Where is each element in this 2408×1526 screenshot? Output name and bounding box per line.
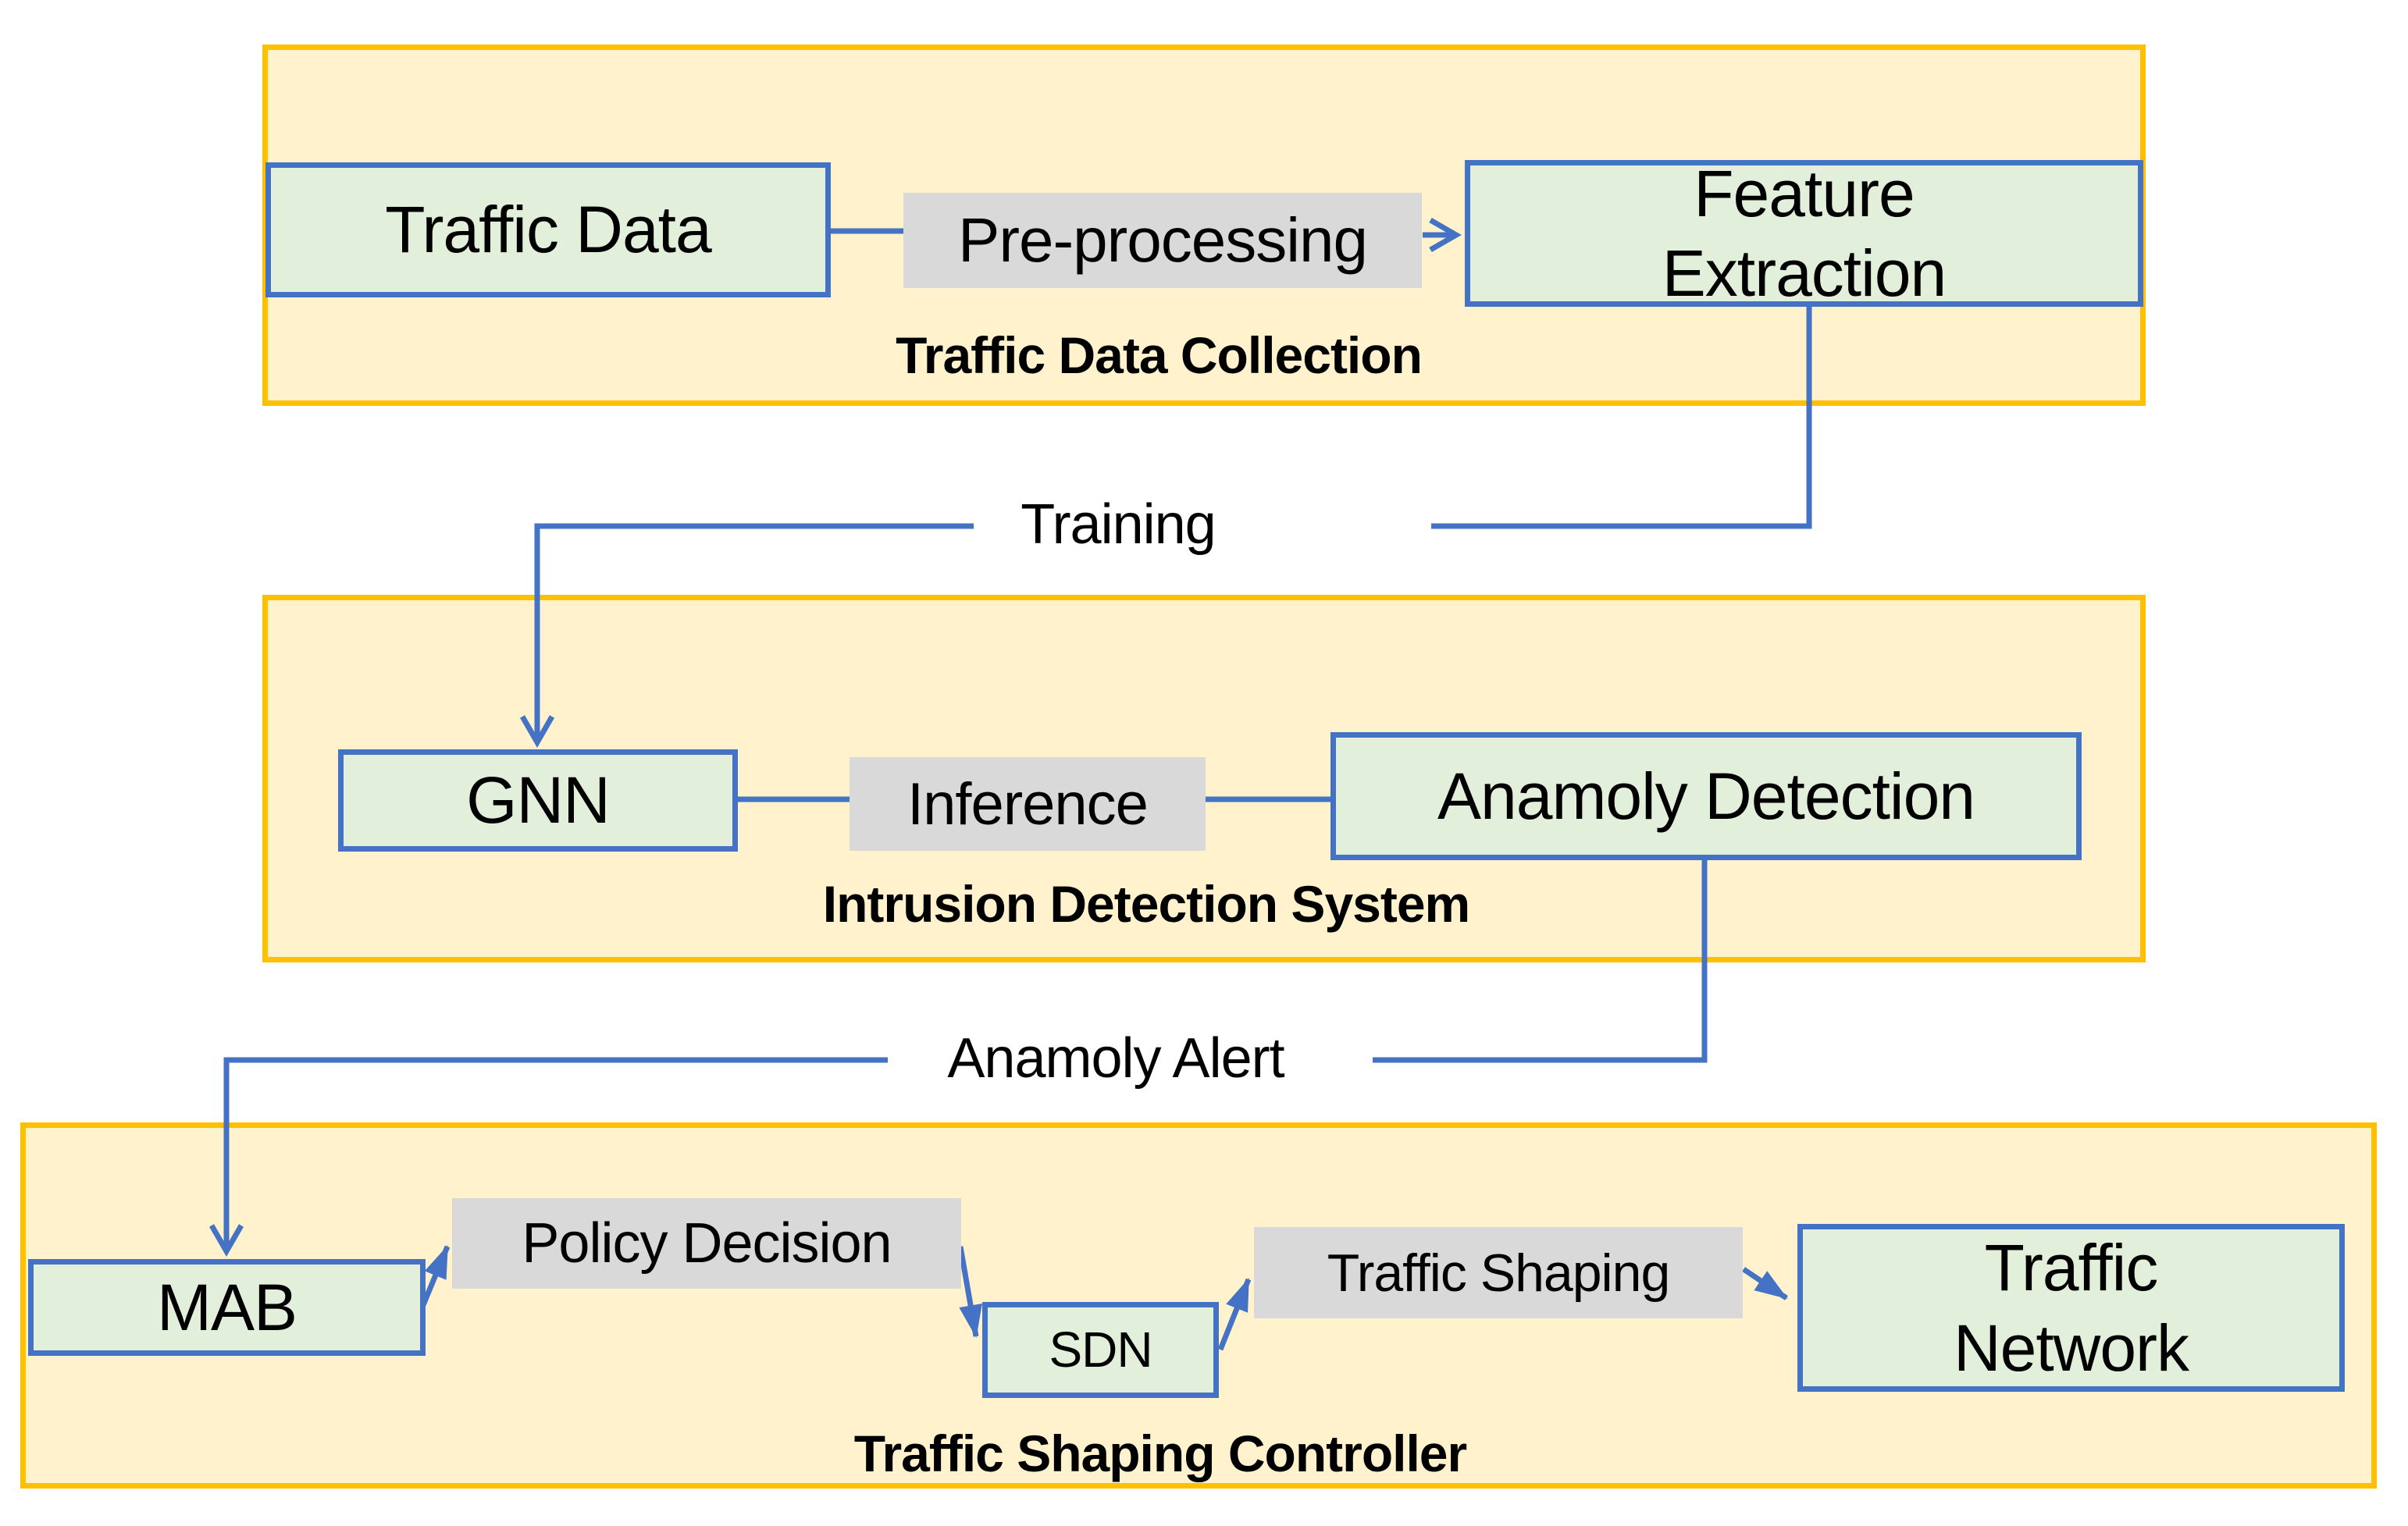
feature-extraction-node: Feature Extraction — [1465, 157, 2143, 310]
traffic-data-node: Traffic Data — [265, 162, 831, 297]
feature-extraction-label: Feature Extraction — [1662, 156, 1947, 310]
traffic-shaping-label: Traffic Shaping — [1327, 1243, 1671, 1303]
mab-node: MAB — [28, 1259, 426, 1356]
inference-label-box: Inference — [850, 757, 1206, 851]
pre-processing-label-box: Pre-processing — [903, 193, 1422, 288]
gnn-label: GNN — [466, 763, 611, 838]
gnn-node: GNN — [338, 749, 738, 852]
anamoly-detection-node: Anamoly Detection — [1330, 732, 2082, 860]
anamoly-alert-flow-label: Anamoly Alert — [947, 1027, 1284, 1090]
sdn-label: SDN — [1049, 1321, 1152, 1378]
anamoly-detection-label: Anamoly Detection — [1437, 759, 1975, 833]
training-flow-label: Training — [1021, 493, 1216, 556]
inference-label: Inference — [907, 770, 1149, 838]
pre-processing-label: Pre-processing — [957, 205, 1368, 275]
traffic-data-label: Traffic Data — [385, 193, 711, 267]
intrusion-detection-system-title: Intrusion Detection System — [822, 875, 1471, 933]
traffic-shaping-label-box: Traffic Shaping — [1254, 1227, 1743, 1318]
sdn-node: SDN — [982, 1302, 1219, 1398]
traffic-network-label: Traffic Network — [1953, 1231, 2189, 1385]
traffic-network-node: Traffic Network — [1797, 1224, 2345, 1392]
traffic-data-collection-title: Traffic Data Collection — [896, 326, 1423, 384]
policy-decision-label-box: Policy Decision — [452, 1198, 961, 1289]
policy-decision-label: Policy Decision — [522, 1212, 892, 1275]
traffic-shaping-controller-title: Traffic Shaping Controller — [853, 1425, 1467, 1482]
mab-label: MAB — [156, 1270, 297, 1344]
